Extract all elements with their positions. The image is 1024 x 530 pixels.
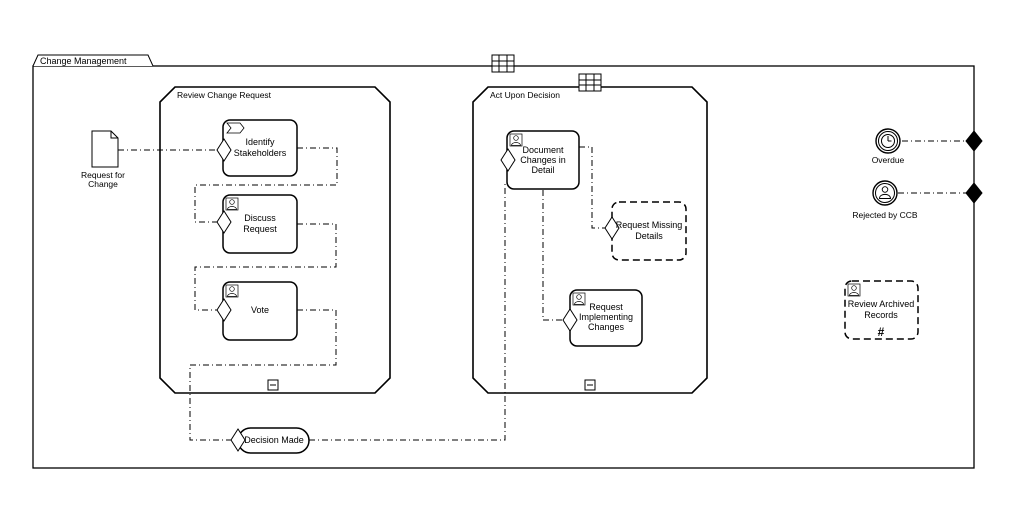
send-task-icon — [226, 122, 245, 134]
data-object-label: Request for — [81, 170, 125, 180]
task-document-changes[interactable]: Document Changes in Detail — [500, 130, 580, 190]
task-request-implementing-changes[interactable]: Request Implementing Changes — [562, 289, 643, 347]
task-label: Records — [864, 310, 898, 320]
task-label: Review Archived — [848, 299, 915, 309]
task-discuss-request[interactable]: Discuss Request — [216, 194, 298, 254]
task-label: Details — [635, 231, 663, 241]
gateway-diamond[interactable] — [216, 298, 232, 322]
gateway-diamond[interactable] — [500, 148, 516, 172]
event-label: Overdue — [872, 155, 905, 165]
task-label: Changes — [588, 322, 625, 332]
subprocess-title: Review Change Request — [177, 90, 272, 100]
task-identify-stakeholders[interactable]: Identify Stakeholders — [216, 119, 298, 177]
gateway-diamond[interactable] — [562, 308, 578, 332]
pool-title: Change Management — [40, 56, 127, 66]
timer-icon — [881, 134, 895, 148]
user-icon — [572, 292, 586, 306]
task-label: Request — [589, 302, 623, 312]
task-label: Implementing — [579, 312, 633, 322]
association-connectors — [118, 140, 966, 441]
subprocess-review-change-request[interactable]: Review Change Request — [159, 86, 391, 394]
event-label: Decision Made — [244, 435, 304, 445]
subprocess-act-upon-decision[interactable]: Act Upon Decision — [472, 73, 708, 394]
task-label: Changes in — [520, 155, 566, 165]
task-review-archived-records[interactable]: Review Archived Records # — [844, 280, 919, 340]
event-rejected-by-ccb[interactable]: Rejected by CCB — [852, 180, 918, 220]
gateway-diamond[interactable] — [230, 428, 246, 452]
table-marker-icon — [491, 54, 515, 73]
gateway-diamond[interactable] — [216, 138, 232, 162]
user-icon — [225, 284, 239, 298]
collapse-marker-icon[interactable] — [267, 379, 279, 391]
task-label: Document — [522, 145, 564, 155]
user-icon — [847, 283, 861, 297]
task-request-missing-details[interactable]: Request Missing Details — [604, 201, 687, 261]
gateway-diamond[interactable] — [216, 210, 232, 234]
pool-boundary-diamonds — [965, 130, 983, 204]
task-label: Stakeholders — [234, 148, 287, 158]
data-object-request-for-change[interactable]: Request for Change — [81, 130, 125, 189]
event-decision-made[interactable]: Decision Made — [230, 427, 310, 454]
adhoc-marker-icon: # — [878, 325, 885, 339]
user-icon — [879, 186, 891, 199]
task-label: Identify — [245, 137, 275, 147]
pool-change-management[interactable]: Change Management — [32, 54, 975, 469]
task-label: Request — [243, 224, 277, 234]
user-icon — [509, 133, 523, 147]
event-label: Rejected by CCB — [852, 210, 918, 220]
task-label: Discuss — [244, 213, 276, 223]
task-label: Request Missing — [616, 220, 683, 230]
event-overdue[interactable]: Overdue — [872, 128, 905, 165]
table-marker-icon — [578, 73, 602, 92]
task-vote[interactable]: Vote — [216, 281, 298, 341]
data-object-label: Change — [88, 179, 118, 189]
subprocess-title: Act Upon Decision — [490, 90, 560, 100]
collapse-marker-icon[interactable] — [584, 379, 596, 391]
user-icon — [225, 197, 239, 211]
gateway-diamond[interactable] — [604, 216, 620, 240]
task-label: Vote — [251, 305, 269, 315]
task-label: Detail — [531, 165, 554, 175]
